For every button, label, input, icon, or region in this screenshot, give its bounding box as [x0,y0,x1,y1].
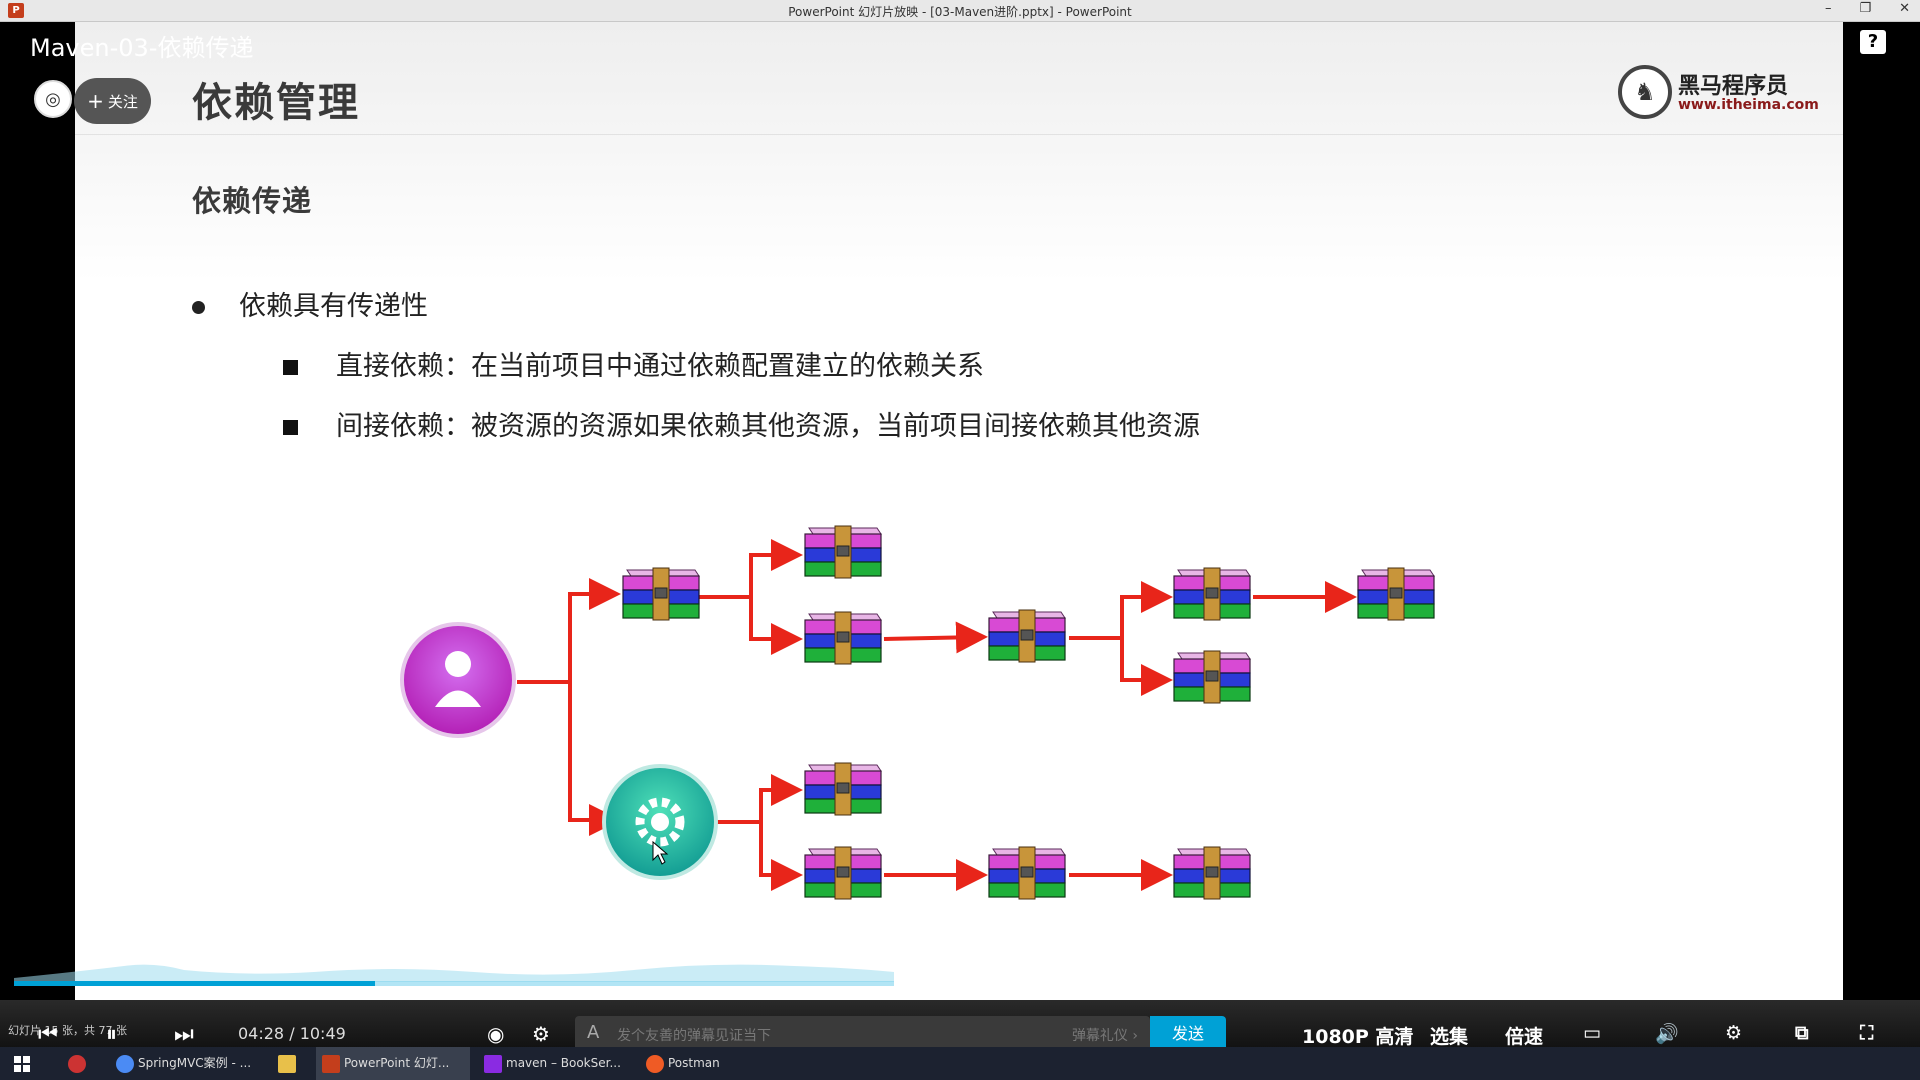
chrome-icon [116,1055,134,1073]
slide-header-band [75,22,1843,282]
project-gear-node [602,764,718,880]
volume-icon[interactable]: 🔊 [1655,1023,1679,1045]
dependency-diagram [400,525,1435,900]
square-bullet-icon [283,360,298,375]
text-style-icon[interactable]: A [587,1022,600,1043]
taskbar-explorer[interactable] [272,1047,300,1080]
header-divider [75,134,1843,135]
follow-button[interactable]: +关注 [74,78,151,124]
episodes-button[interactable]: 选集 [1430,1026,1469,1048]
jar-archives [622,525,1435,900]
restore-button[interactable]: ❐ [1859,1,1872,16]
video-title: Maven-03-依赖传递 [30,34,254,62]
time-total: 10:49 [299,1024,346,1043]
slide-title: 依赖管理 [192,80,360,126]
danmu-settings-icon[interactable]: ⚙ [532,1022,550,1046]
windows-taskbar: SpringMVC案例 - ... PowerPoint 幻灯... maven… [0,1047,1920,1080]
danmu-input[interactable]: A 发个友善的弹幕见证当下 弹幕礼仪 › [575,1016,1150,1052]
sub-bullet-indirect: 间接依赖：被资源的资源如果依赖其他资源，当前项目间接依赖其他资源 [283,404,1200,443]
uploader-avatar[interactable]: ◎ [34,80,72,118]
folder-icon [278,1055,296,1073]
taskbar-label: PowerPoint 幻灯... [344,1056,450,1070]
itheima-logo: ♞ 黑马程序员 www.itheima.com [1618,65,1819,121]
progress-fill [14,981,375,986]
pause-icon[interactable]: ⏸ [106,1022,118,1047]
taskbar-item-powerpoint[interactable]: PowerPoint 幻灯... [316,1047,470,1080]
app-icon [68,1055,86,1073]
progress-track[interactable] [14,981,894,986]
bullet-transitive: 依赖具有传递性 [192,284,428,323]
taskbar-app-icon[interactable] [62,1047,90,1080]
bullet-text: 依赖具有传递性 [239,291,428,322]
square-bullet-icon [283,420,298,435]
audio-waveform [14,964,894,982]
follow-label: 关注 [107,92,138,111]
time-current: 04:28 [238,1024,285,1043]
sub-bullet-direct: 直接依赖：在当前项目中通过依赖配置建立的依赖关系 [283,344,984,383]
help-icon[interactable]: ? [1860,30,1886,54]
project-user-node [400,622,516,738]
intellij-icon [484,1055,502,1073]
taskbar-item-postman[interactable]: Postman [640,1047,790,1080]
fullscreen-icon[interactable]: ⛶ [1860,1022,1874,1044]
taskbar-label: maven – BookSer... [506,1056,621,1070]
pip-icon[interactable]: ⧉ [1795,1022,1809,1044]
danmu-etiquette-link[interactable]: 弹幕礼仪 › [1071,1028,1138,1044]
danmu-placeholder: 发个友善的弹幕见证当下 [617,1028,771,1044]
window-titlebar: P PowerPoint 幻灯片放映 - [03-Maven进阶.pptx] -… [0,0,1920,22]
taskbar-item-intellij[interactable]: maven – BookSer... [478,1047,628,1080]
horse-logo-icon: ♞ [1618,65,1672,119]
prev-icon[interactable]: ⏮ [38,1022,58,1047]
left-letterbox [0,22,75,1000]
taskbar-label: Postman [668,1056,720,1070]
time-separator: / [289,1024,295,1043]
powerpoint-icon: P [8,3,24,18]
sub-bullet-text: 直接依赖：在当前项目中通过依赖配置建立的依赖关系 [336,351,984,382]
taskbar-item-chrome[interactable]: SpringMVC案例 - ... [110,1047,260,1080]
danmu-toggle-icon[interactable]: ◉ [487,1022,505,1046]
minimize-button[interactable]: – [1824,1,1832,16]
slide-subtitle: 依赖传递 [192,184,313,218]
right-letterbox [1843,22,1920,1000]
time-display: 04:28 / 10:49 [238,1024,346,1043]
next-icon[interactable]: ⏭ [174,1022,194,1047]
sub-bullet-text: 间接依赖：被资源的资源如果依赖其他资源，当前项目间接依赖其他资源 [336,411,1200,442]
postman-icon [646,1055,664,1073]
send-button[interactable]: 发送 [1150,1016,1226,1052]
windows-start-icon[interactable] [14,1056,30,1072]
plus-icon: + [87,89,104,113]
bullet-dot-icon [192,301,205,314]
logo-name: 黑马程序员 [1678,74,1789,99]
arrows [517,539,1357,891]
close-button[interactable]: ✕ [1899,1,1910,16]
window-title: PowerPoint 幻灯片放映 - [03-Maven进阶.pptx] - P… [788,5,1132,19]
mouse-cursor-icon [652,840,669,865]
quality-button[interactable]: 1080P 高清 [1302,1026,1414,1048]
speed-button[interactable]: 倍速 [1505,1026,1544,1048]
powerpoint-icon [322,1055,340,1073]
settings-icon[interactable]: ⚙ [1725,1022,1743,1044]
slide-count: 幻灯片 15 张，共 77 张 [8,1024,127,1037]
taskbar-label: SpringMVC案例 - ... [138,1056,252,1070]
subtitle-icon[interactable]: ▭ [1583,1022,1601,1044]
logo-url: www.itheima.com [1678,97,1819,113]
slide: 依赖管理 依赖传递 ♞ 黑马程序员 www.itheima.com 依赖具有传递… [75,22,1843,1022]
